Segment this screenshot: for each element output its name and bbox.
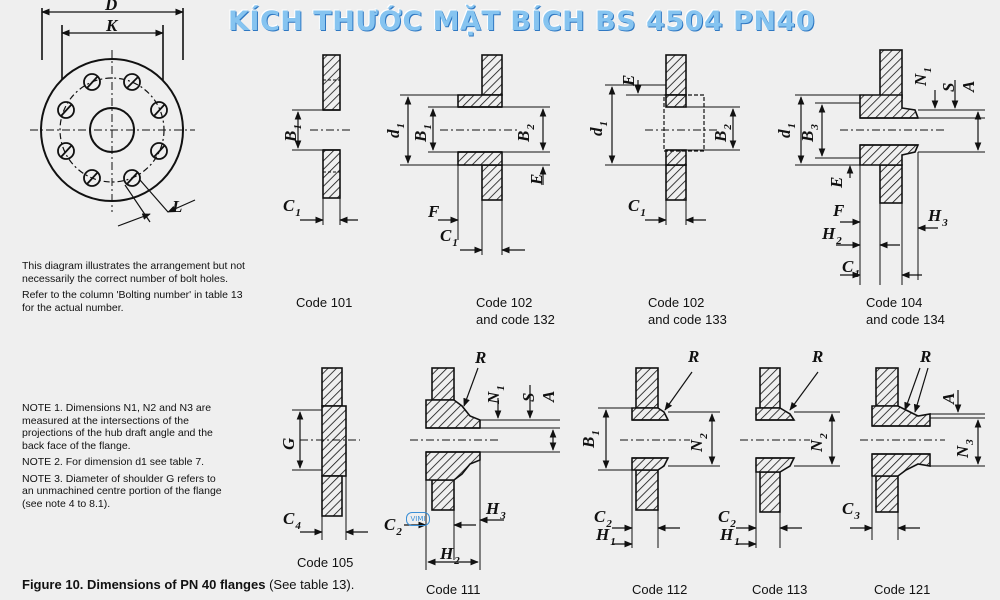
caption-line: Code 104: [866, 295, 923, 310]
dim-label-B1: B1: [281, 124, 304, 142]
watermark-logo: VIMI: [406, 512, 430, 526]
dim-label-B2: B2: [711, 124, 734, 142]
caption-code-101: Code 101: [296, 295, 353, 310]
caption-line: and code 134: [866, 312, 945, 327]
dim-label-H1: H1: [596, 525, 616, 548]
code-104-134-section: [795, 49, 985, 285]
note-2: NOTE 2. For dimension d1 see table 7.: [22, 456, 205, 468]
dim-label-C4: C4: [283, 509, 301, 532]
figure-caption-title: Figure 10. Dimensions of PN 40 flanges: [22, 577, 266, 592]
dim-label-E: E: [527, 173, 546, 185]
caption-line: and code 133: [648, 312, 727, 327]
dim-label-R: R: [475, 348, 487, 367]
caption-code-113: Code 113: [752, 582, 808, 597]
dim-label-A: A: [959, 80, 978, 92]
dim-label-H2: H2: [440, 544, 460, 567]
intro-note-line: This diagram illustrates the arrangement…: [22, 260, 245, 272]
dim-label-N2: N2: [687, 433, 710, 452]
plan-view: [30, 8, 196, 227]
code-112-section: [598, 367, 720, 548]
page-title: KÍCH THƯỚC MẶT BÍCH BS 4504 PN40: [228, 6, 816, 37]
caption-code-102-133: Code 102 and code 133: [648, 294, 727, 328]
intro-note: This diagram illustrates the arrangement…: [22, 260, 245, 314]
dim-label-S: S: [939, 82, 958, 92]
dim-label-A: A: [939, 392, 958, 404]
code-101-section: [292, 54, 358, 225]
dim-label-K: K: [106, 16, 118, 35]
dim-label-L: L: [172, 197, 183, 216]
dim-label-E: E: [827, 176, 846, 188]
dim-label-H2: H2: [822, 224, 842, 247]
code-121-section: [850, 367, 985, 540]
dim-label-H1: H1: [720, 525, 740, 548]
code-105-section: [292, 367, 368, 540]
caption-code-111: Code 111: [426, 582, 481, 597]
dim-label-D: D: [105, 0, 118, 14]
dim-label-H3: H3: [928, 206, 948, 229]
dim-label-d1: d1: [587, 121, 610, 136]
dim-label-C2: C2: [594, 507, 612, 530]
note-1-line: back face of the flange.: [22, 439, 131, 452]
dim-label-d1: d1: [384, 123, 407, 138]
caption-line: Code 102: [476, 295, 533, 310]
intro-note-line: for the actual number.: [22, 301, 124, 314]
dim-label-N1: N1: [484, 385, 507, 404]
code-113-section: [736, 367, 840, 548]
note-1-line: projections of the hub draft angle and t…: [22, 427, 213, 439]
dim-label-B1: B1: [411, 124, 434, 142]
dim-label-C2: C2: [718, 507, 736, 530]
note-3-line: an unmachined centre portion of the flan…: [22, 485, 222, 497]
note-1-line: NOTE 1. Dimensions N1, N2 and N3 are: [22, 402, 212, 414]
dim-label-B1: B1: [579, 430, 602, 448]
intro-note-line: Refer to the column 'Bolting number' in …: [22, 289, 243, 301]
dim-label-B2: B2: [514, 124, 537, 142]
dim-label-G: G: [279, 437, 298, 450]
dim-label-N3: N3: [953, 439, 976, 458]
dim-label-C1: C1: [628, 196, 646, 219]
note-3-line: (see note 4 to 8.1).: [22, 497, 111, 510]
caption-code-121: Code 121: [874, 582, 931, 597]
dim-label-B3: B3: [798, 124, 821, 142]
intro-note-line: necessarily the correct number of bolt h…: [22, 272, 229, 285]
dim-label-d1: d1: [775, 123, 798, 138]
note-1-line: measured at the intersections of the: [22, 414, 189, 427]
figure-caption: Figure 10. Dimensions of PN 40 flanges (…: [22, 577, 354, 592]
dim-label-C1: C1: [283, 196, 301, 219]
caption-code-105: Code 105: [297, 555, 354, 570]
dim-label-C3: C3: [842, 499, 860, 522]
dim-label-E: E: [619, 74, 638, 86]
dim-label-H3: H3: [486, 499, 506, 522]
figure-caption-ref: (See table 13).: [269, 577, 355, 592]
caption-code-104-134: Code 104 and code 134: [866, 294, 945, 328]
caption-code-102-132: Code 102 and code 132: [476, 294, 555, 328]
dim-label-N2: N2: [807, 433, 830, 452]
code-102-133-section: [605, 54, 740, 225]
code-111-section: [404, 367, 560, 570]
dim-label-R: R: [688, 347, 700, 366]
note-3-line: NOTE 3. Diameter of shoulder G refers to: [22, 472, 216, 485]
dim-label-C1: C1: [440, 226, 458, 249]
dim-label-C2: C2: [384, 515, 402, 538]
caption-line: Code 102: [648, 295, 705, 310]
dim-label-R: R: [812, 347, 824, 366]
code-102-132-section: [400, 54, 550, 255]
dim-label-F: F: [428, 202, 440, 221]
dim-label-R: R: [920, 347, 932, 366]
caption-line: and code 132: [476, 312, 555, 327]
caption-code-112: Code 112: [632, 582, 688, 597]
notes-block: NOTE 1. Dimensions N1, N2 and N3 are mea…: [22, 402, 222, 510]
dim-label-F: F: [833, 201, 845, 220]
dim-label-A: A: [539, 390, 558, 402]
dim-label-S: S: [519, 392, 538, 402]
dim-label-C1: C1: [842, 257, 860, 280]
dim-label-N1: N1: [911, 67, 934, 86]
